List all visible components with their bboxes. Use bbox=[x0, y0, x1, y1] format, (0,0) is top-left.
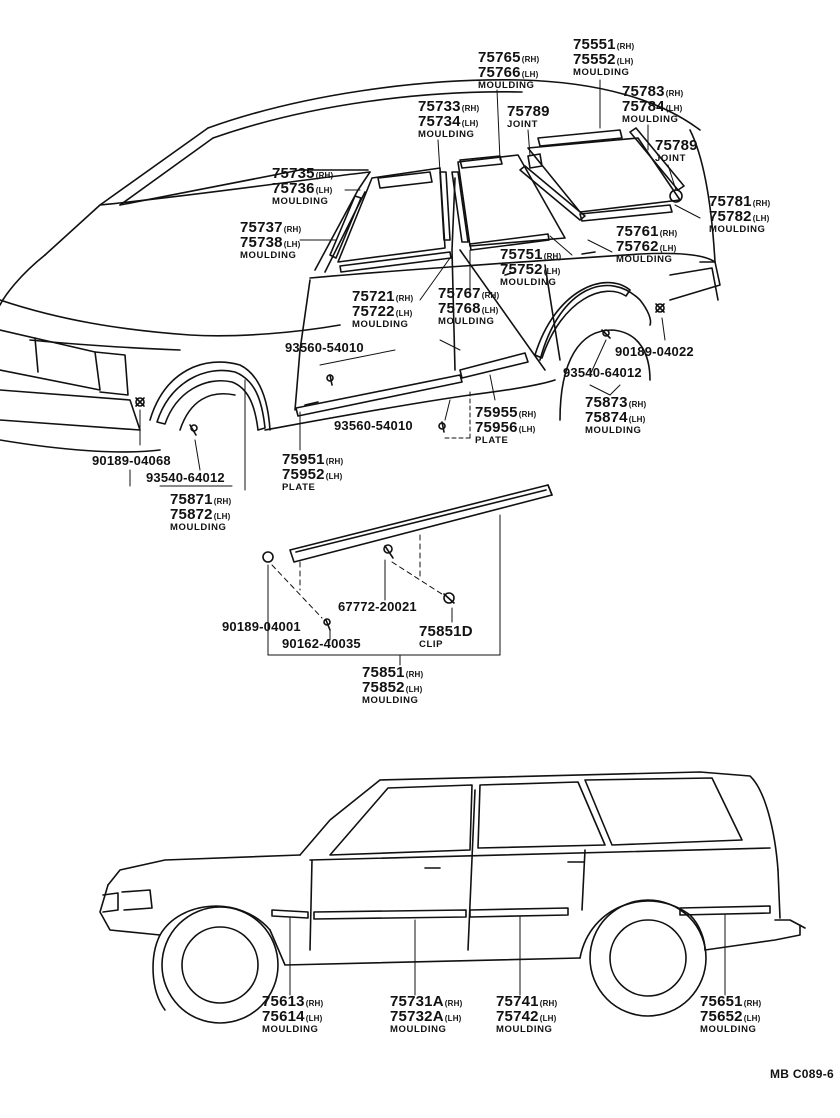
label-75741: 75741(RH) 75742(LH) MOULDING bbox=[496, 993, 558, 1035]
label-75767: 75767(RH) 75768(LH) MOULDING bbox=[438, 285, 500, 327]
upper-fasteners bbox=[135, 303, 665, 436]
label-90189-04022: 90189-04022 bbox=[615, 344, 694, 359]
upper-car-mouldings bbox=[156, 127, 685, 431]
label-75551: 75551(RH) 75552(LH) MOULDING bbox=[573, 36, 635, 78]
label-75735: 75735(RH) 75736(LH) MOULDING bbox=[272, 165, 334, 207]
label-75651: 75651(RH) 75652(LH) MOULDING bbox=[700, 993, 762, 1035]
label-75955: 75955(RH) 75956(LH) PLATE bbox=[475, 404, 537, 446]
lower-car-body bbox=[99, 771, 806, 1024]
label-93560-54010-upper: 93560-54010 bbox=[285, 340, 364, 355]
label-67772-20021: 67772-20021 bbox=[338, 599, 417, 614]
sill-moulding-detail bbox=[262, 484, 553, 631]
label-93540-64012-front: 93540-64012 bbox=[146, 470, 225, 485]
label-75721: 75721(RH) 75722(LH) MOULDING bbox=[352, 288, 414, 330]
label-75751: 75751(RH) 75752(LH) MOULDING bbox=[500, 246, 562, 288]
label-75851: 75851(RH) 75852(LH) MOULDING bbox=[362, 664, 424, 706]
label-90162-40035: 90162-40035 bbox=[282, 636, 361, 651]
label-90189-04001: 90189-04001 bbox=[222, 619, 301, 634]
label-75761: 75761(RH) 75762(LH) MOULDING bbox=[616, 223, 678, 265]
label-75851D-clip: 75851D CLIP bbox=[419, 623, 473, 650]
label-93560-54010-lower: 93560-54010 bbox=[334, 418, 413, 433]
sill-detail-lines bbox=[267, 514, 501, 666]
label-75733: 75733(RH) 75734(LH) MOULDING bbox=[418, 98, 480, 140]
lower-leader-lines bbox=[289, 914, 726, 996]
label-75737: 75737(RH) 75738(LH) MOULDING bbox=[240, 219, 302, 261]
upper-car-body bbox=[0, 79, 721, 453]
label-75873: 75873(RH) 75874(LH) MOULDING bbox=[585, 394, 647, 436]
label-75871: 75871(RH) 75872(LH) MOULDING bbox=[170, 491, 232, 533]
label-75783: 75783(RH) 75784(LH) MOULDING bbox=[622, 83, 684, 125]
label-75731A: 75731A(RH) 75732A(LH) MOULDING bbox=[390, 993, 463, 1035]
label-75789-joint-right: 75789 JOINT bbox=[655, 137, 698, 164]
label-75613: 75613(RH) 75614(LH) MOULDING bbox=[262, 993, 324, 1035]
label-93540-64012-rear: 93540-64012 bbox=[563, 365, 642, 380]
label-75765: 75765(RH) 75766(LH) MOULDING bbox=[478, 49, 540, 91]
label-75951: 75951(RH) 75952(LH) PLATE bbox=[282, 451, 344, 493]
label-90189-04068: 90189-04068 bbox=[92, 453, 171, 468]
label-75781: 75781(RH) 75782(LH) MOULDING bbox=[709, 193, 771, 235]
lower-car-mouldings bbox=[271, 905, 771, 920]
diagram-reference-code: MB C089-6 bbox=[769, 1067, 834, 1081]
upper-leader-lines bbox=[129, 79, 701, 491]
label-75789-joint-left: 75789 JOINT bbox=[507, 103, 550, 130]
